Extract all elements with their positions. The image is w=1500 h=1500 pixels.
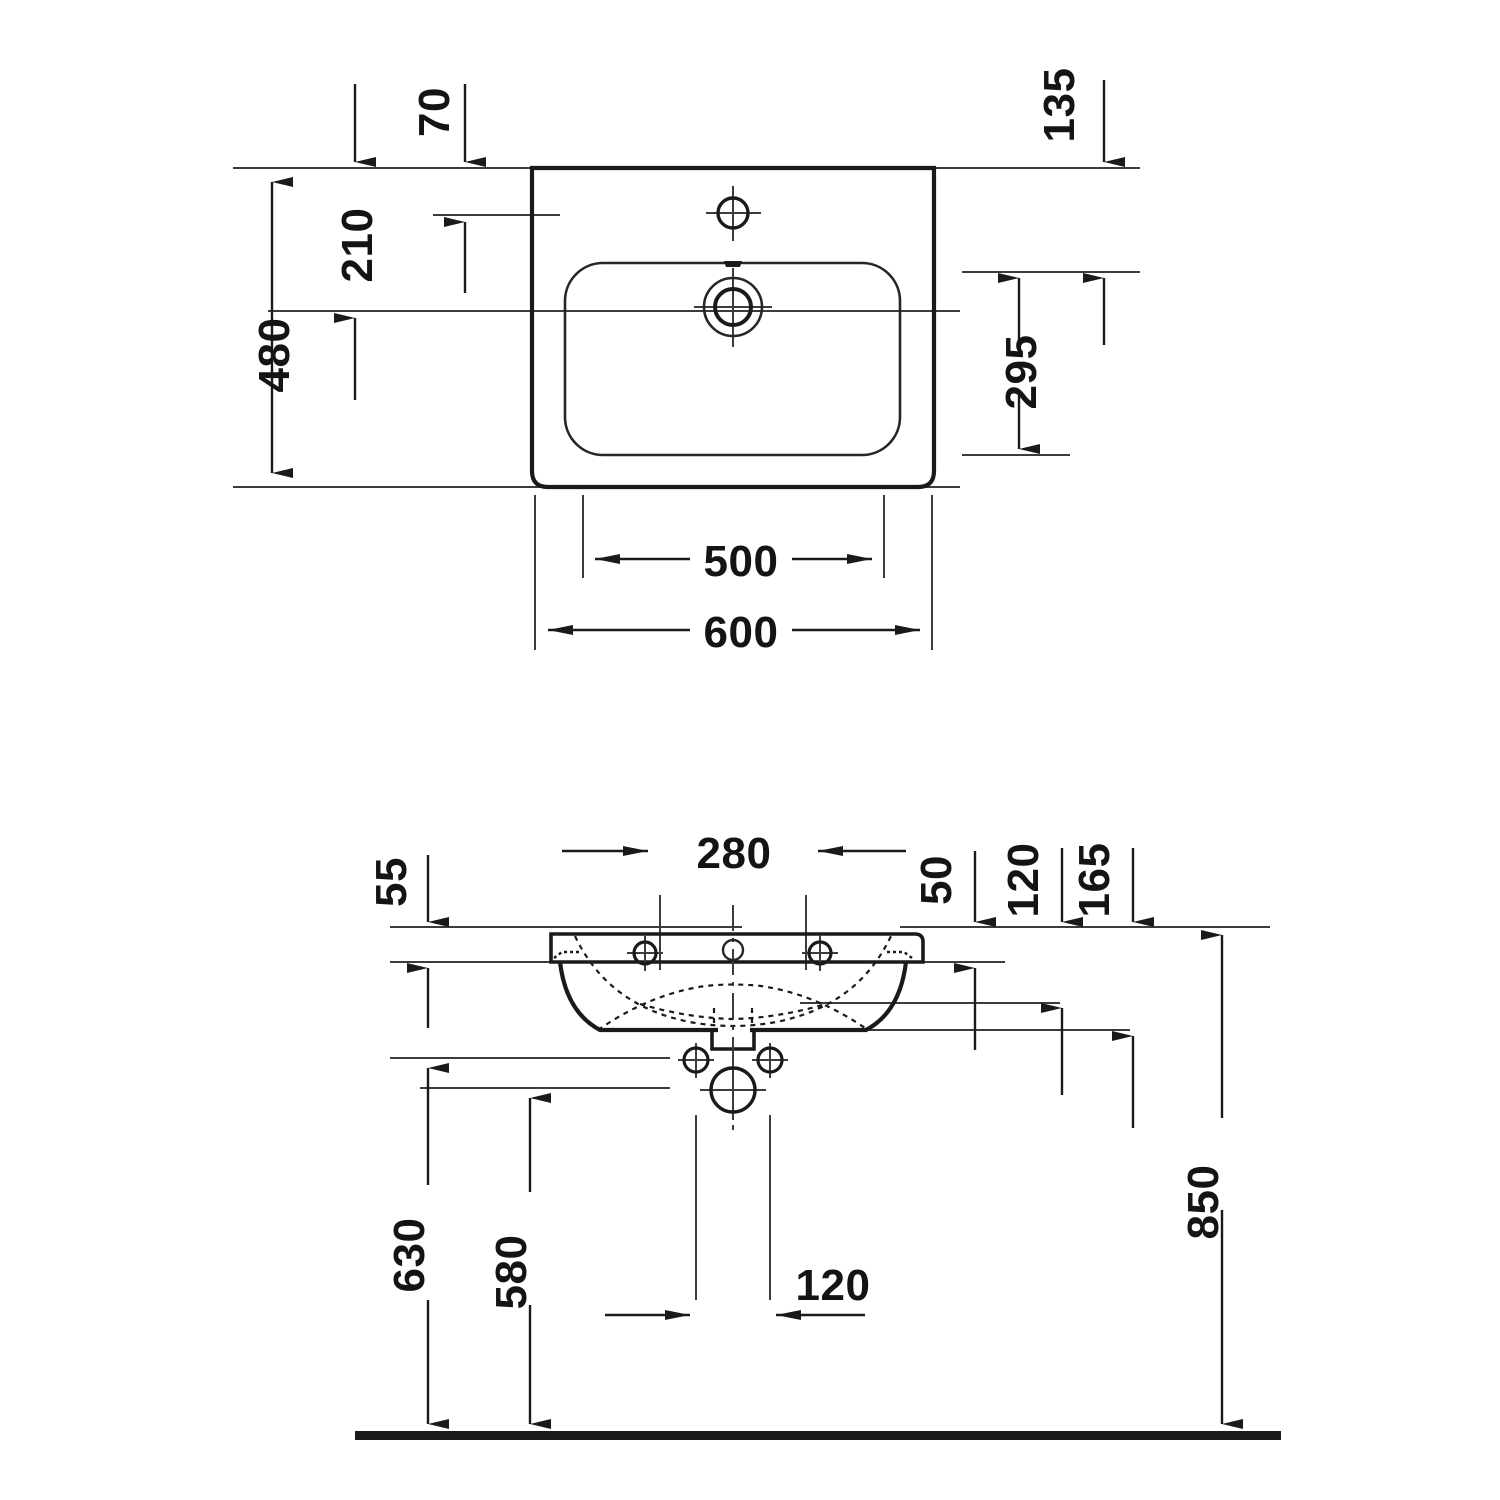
dim-280-label: 280 <box>697 829 772 878</box>
dim-850-label: 850 <box>1179 1165 1228 1240</box>
dim-580-label: 580 <box>487 1235 536 1310</box>
basin-rim-front <box>549 932 925 964</box>
floor-line <box>355 1431 1281 1440</box>
rim-hole-left <box>627 935 663 971</box>
dim-580: 580 <box>487 1093 551 1429</box>
basin-apron-right <box>750 961 909 1033</box>
dim-135: 135 <box>1035 68 1125 167</box>
dim-120-vertical-label: 120 <box>999 843 1048 918</box>
wall-fixing-hole-left <box>678 1043 714 1078</box>
dim-210-label: 210 <box>333 208 382 283</box>
wall-fixing-hole-right <box>752 1043 788 1078</box>
basin-outline-plan <box>529 165 937 490</box>
top-view-group: 480 210 70 135 <box>233 68 1140 657</box>
dim-295: 295 <box>997 273 1106 454</box>
rim-notch-left <box>553 950 580 959</box>
dim-50-label: 50 <box>912 855 961 905</box>
dim-480-label: 480 <box>250 318 299 393</box>
dim-600: 600 <box>548 608 920 657</box>
dim-120-vertical: 120 <box>999 843 1083 1095</box>
dim-630: 630 <box>385 1063 449 1429</box>
dim-120-horizontal: 120 <box>605 1261 871 1320</box>
overflow-slot-icon <box>724 261 742 267</box>
dim-630-label: 630 <box>385 1218 434 1293</box>
tap-hole-plan <box>706 186 761 241</box>
rim-notch-right <box>886 950 913 959</box>
dim-165: 165 <box>1070 843 1154 1128</box>
waste-outlet-hole <box>700 1062 766 1120</box>
dim-70-label: 70 <box>410 87 459 137</box>
dim-50: 50 <box>912 851 996 1050</box>
dim-55: 55 <box>367 855 449 1028</box>
drain-hole-plan <box>694 268 772 347</box>
dim-165-label: 165 <box>1070 843 1119 918</box>
dim-120-horizontal-label: 120 <box>796 1261 871 1310</box>
basin-apron-left <box>557 961 718 1033</box>
dim-480: 480 <box>250 177 299 478</box>
dim-70: 70 <box>410 84 486 293</box>
dim-500-label: 500 <box>704 537 779 586</box>
dim-210: 210 <box>333 84 382 400</box>
dim-280: 280 <box>562 829 906 878</box>
dim-500: 500 <box>595 537 872 586</box>
front-view-extension-lines <box>390 895 1270 1300</box>
drain-boss-hidden <box>712 1008 754 1030</box>
rim-hole-right <box>802 935 838 971</box>
dim-600-label: 600 <box>704 608 779 657</box>
dim-850: 850 <box>1179 930 1243 1429</box>
front-view-group: 55 280 50 120 <box>355 829 1281 1440</box>
dim-295-label: 295 <box>997 335 1046 410</box>
dim-55-label: 55 <box>367 857 416 907</box>
dim-135-label: 135 <box>1035 68 1084 143</box>
tap-hole-front <box>721 938 745 962</box>
